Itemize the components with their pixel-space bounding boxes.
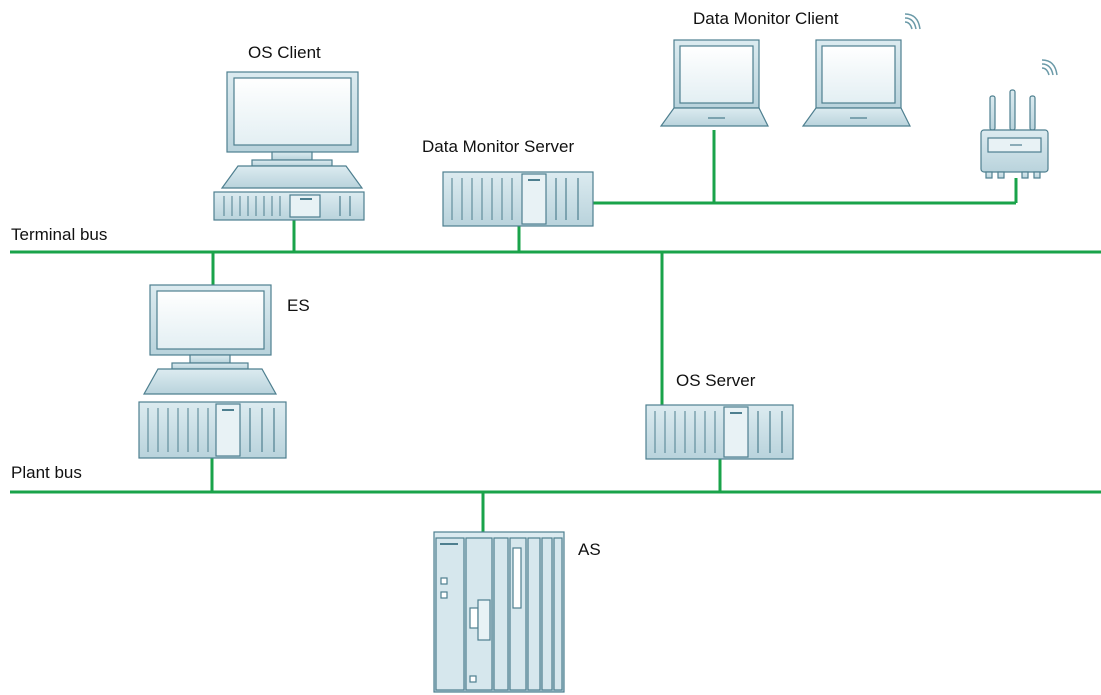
terminal-bus-label: Terminal bus <box>11 225 108 244</box>
wireless-access-point <box>980 89 1049 179</box>
os-client-workstation <box>213 71 365 221</box>
laptop-2 <box>801 39 911 127</box>
laptop-1 <box>659 39 769 127</box>
as-label: AS <box>578 540 601 559</box>
es-label: ES <box>287 296 310 315</box>
bus-lines <box>10 130 1101 532</box>
data-monitor-server-label: Data Monitor Server <box>422 137 575 156</box>
plant-bus-label: Plant bus <box>11 463 82 482</box>
es-workstation <box>138 284 287 459</box>
data-monitor-server <box>442 171 594 227</box>
wireless-ap-signal-icon <box>1041 59 1058 76</box>
data-monitor-client-label: Data Monitor Client <box>693 9 839 28</box>
os-server <box>645 404 794 460</box>
os-server-label: OS Server <box>676 371 756 390</box>
automation-system <box>433 531 565 693</box>
os-client-label: OS Client <box>248 43 321 62</box>
wireless-signal-icon <box>904 13 921 30</box>
